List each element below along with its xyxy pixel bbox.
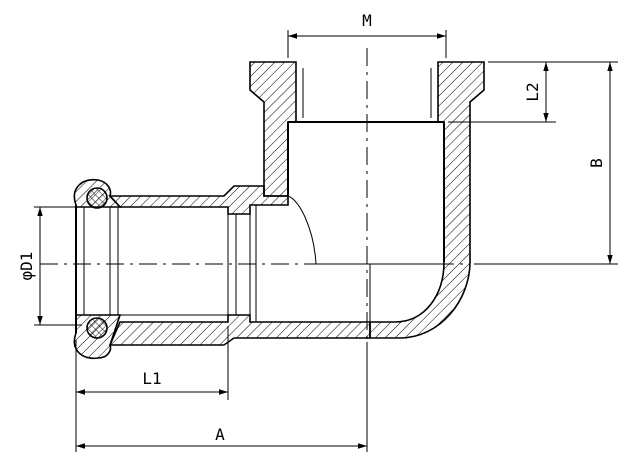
flange-right-wall — [369, 61, 485, 339]
pipe-lower-wall — [108, 314, 371, 346]
dimension-l1: L1 — [75, 326, 229, 400]
dimension-l2: L2 — [448, 61, 556, 123]
centre-lines — [40, 48, 470, 450]
label-l1: L1 — [142, 369, 161, 388]
label-m: M — [362, 11, 372, 30]
dimension-b: B — [474, 61, 618, 265]
o-ring-top — [86, 187, 108, 209]
flange-left-wall — [249, 61, 297, 197]
label-l2: L2 — [523, 82, 542, 101]
dimension-a: A — [75, 342, 368, 452]
o-ring-bottom — [86, 317, 108, 339]
label-d1: φD1 — [17, 252, 36, 281]
label-b: B — [587, 158, 606, 168]
dimension-d1: φD1 — [17, 206, 82, 326]
dimension-m: M — [287, 11, 447, 58]
pipe-upper-wall — [108, 185, 289, 215]
label-a: A — [215, 425, 225, 444]
fitting-body — [73, 61, 485, 359]
